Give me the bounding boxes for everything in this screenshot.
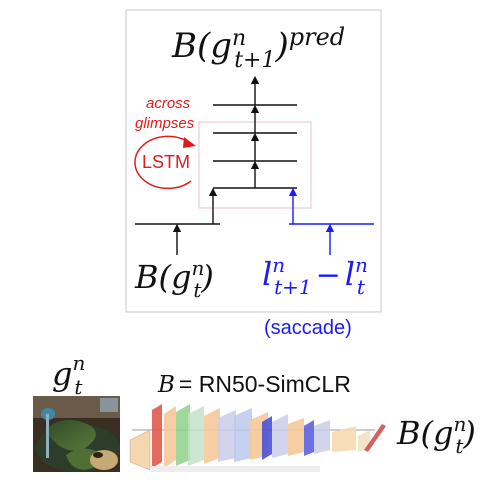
- top-panel-frame: [125, 9, 382, 313]
- resnet-schematic: [129, 404, 386, 472]
- lstm-caption-glimpses: glimpses: [135, 115, 195, 132]
- lstm-loop-arrowhead-icon: [183, 137, 196, 148]
- lstm-label: LSTM: [142, 152, 190, 172]
- lstm-loop-icon: [134, 135, 192, 190]
- lstm-caption-across: across: [146, 95, 191, 112]
- glimpse-image: [33, 396, 120, 472]
- saccade-label: (saccade): [264, 317, 352, 339]
- encoder-label: B= RN50-SimCLR: [157, 371, 351, 398]
